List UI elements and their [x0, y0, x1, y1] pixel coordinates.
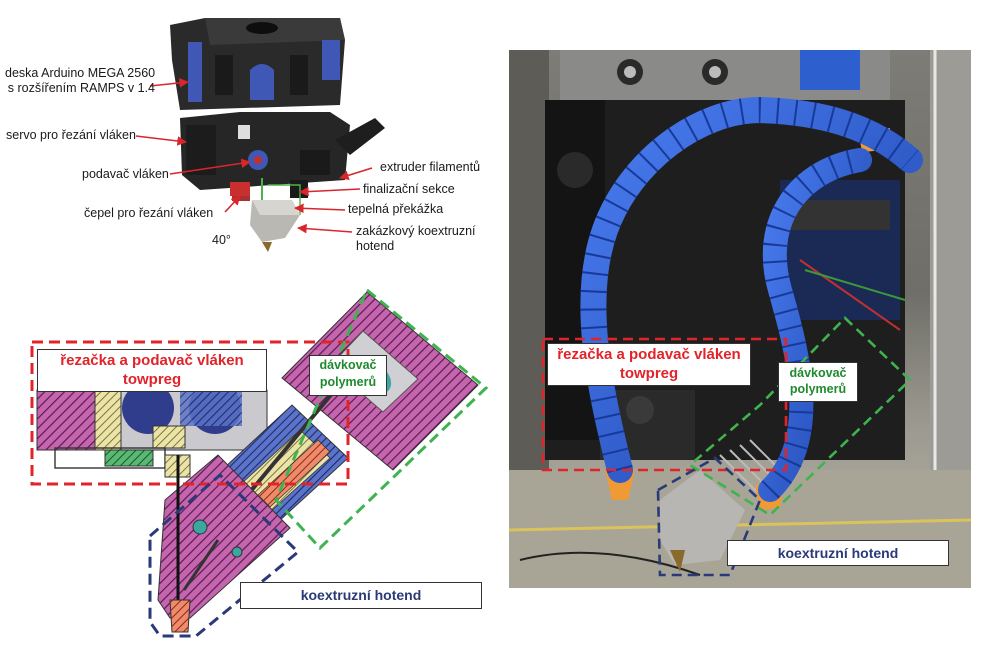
label-blade: čepel pro řezání vláken	[84, 206, 214, 220]
label-servo: servo pro řezání vláken	[6, 128, 136, 142]
printhead-photo	[508, 50, 972, 588]
photo-title-cutter-line1: řezačka a podavač vláken	[557, 346, 741, 363]
title-cutter-line1: řezačka a podavač vláken	[60, 352, 244, 369]
photo-title-hotend: koextruzní hotend	[727, 540, 949, 566]
nozzle	[169, 599, 191, 633]
photo-title-doser-line1: dávkovač	[789, 366, 847, 380]
arduino-board	[188, 42, 202, 102]
label-feeder: podavač vláken	[82, 167, 169, 181]
cutter-frame	[30, 340, 350, 486]
label-arduino: deska Arduino MEGA 2560 s rozšířením RAM…	[5, 66, 155, 96]
photo-frames	[541, 316, 912, 577]
label-arduino-line2: s rozšířením RAMPS v 1.4	[7, 81, 155, 95]
photo-title-doser: dávkovač polymerů	[778, 362, 858, 402]
label-hotend-line1: zakázkový koextruzní	[356, 224, 476, 238]
photo-cutter-frame	[541, 337, 788, 472]
hotend-frame	[148, 472, 301, 638]
callout-arrows	[135, 78, 373, 234]
photo-title-cutter-line2: towpreg	[619, 365, 679, 382]
label-heat-break: tepelná překážka	[348, 202, 444, 216]
photo-title-doser-line2: polymerů	[789, 382, 847, 396]
label-extruder: extruder filamentů	[380, 160, 481, 174]
doser-frame	[274, 287, 489, 551]
label-finishing: finalizační sekce	[363, 182, 455, 196]
photo-hotend	[660, 470, 745, 565]
label-angle: 40°	[212, 233, 231, 247]
title-hotend: koextruzní hotend	[240, 582, 482, 609]
title-doser-line2: polymerů	[319, 375, 377, 389]
photo-title-cutter: řezačka a podavač vláken towpreg	[547, 343, 751, 386]
label-hotend-line2: hotend	[356, 239, 395, 253]
title-doser: dávkovač polymerů	[309, 355, 387, 396]
photo-hotend-frame	[656, 456, 762, 577]
section-frames	[30, 287, 489, 638]
servo-block	[186, 125, 216, 175]
title-doser-line1: dávkovač	[319, 358, 377, 372]
title-cutter-line2: towpreg	[122, 371, 182, 388]
label-hotend: zakázkový koextruzní hotend	[356, 224, 476, 254]
title-cutter: řezačka a podavač vláken towpreg	[37, 349, 267, 392]
printhead-render	[170, 18, 385, 252]
photo-hose-right	[758, 148, 872, 502]
label-arduino-line1: deska Arduino MEGA 2560	[5, 66, 156, 80]
